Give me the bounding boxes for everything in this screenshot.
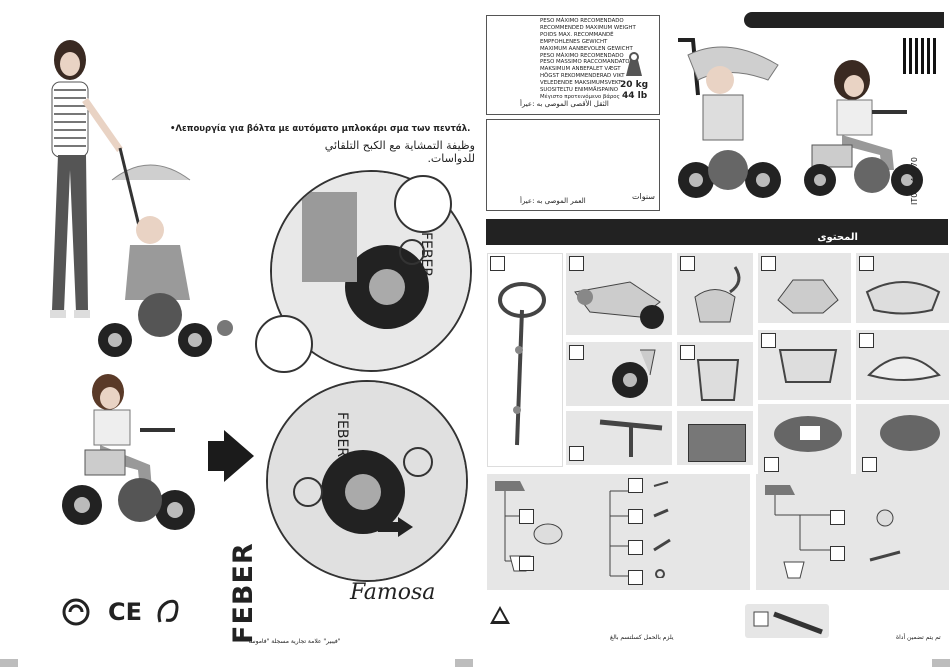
weight-lb: 44 lb (622, 91, 648, 101)
girl-tricycle-photo (62, 374, 195, 530)
page-edge-marker (0, 659, 18, 667)
canopy-icon (867, 356, 941, 381)
max-weight-arabic: الثقل الأقصى الموصى به :عيرأ (520, 100, 609, 108)
screwdriver-icon (753, 611, 823, 635)
part-number-box (569, 256, 584, 271)
part-number-box (519, 556, 534, 571)
part-number-box (680, 345, 695, 360)
feber-logo: FEBER (228, 542, 259, 644)
part-number-box (761, 256, 776, 271)
page-edge-marker (932, 659, 950, 667)
part-number-box (628, 478, 643, 493)
famosa-logo: Famosa (350, 580, 436, 605)
seat-pad-icon (774, 416, 842, 452)
part-number-box (628, 570, 643, 585)
push-handle-icon (498, 282, 546, 446)
part-number-box (859, 256, 874, 271)
tray-icon (865, 281, 941, 315)
woman-tricycle-photo (50, 40, 233, 357)
part-number-box (764, 457, 779, 472)
svg-text:FEBER: FEBER (334, 412, 350, 457)
warning-line: MAKSIMUM ANBEFALET VÆGT (540, 66, 621, 73)
warning-icon (490, 606, 510, 624)
part-number-box (628, 540, 643, 555)
seat-icon (696, 359, 740, 401)
caption-greek: •Λεπουργία για βόλτα με αυτόματο μπλοκάρ… (170, 124, 471, 134)
header-bar (744, 12, 944, 28)
weight-icon (626, 52, 642, 76)
arrow-head-icon (224, 430, 254, 482)
footrest-icon (777, 279, 839, 314)
part-number-box (519, 509, 534, 524)
warning-line: MAXIMUM AANBEVOLEN GEWICHT (540, 45, 633, 52)
warning-line: EMPFOHLENES GEWICHT (540, 38, 608, 45)
handlebar-icon (599, 419, 663, 457)
basket-icon (778, 349, 838, 383)
hardware-tree-icon (765, 485, 901, 579)
max-weight-text: PESO MÁXIMO RECOMENDADO RECOMMENDED MAXI… (540, 18, 640, 101)
part-number-box (830, 546, 845, 561)
frame-icon (574, 281, 664, 329)
front-wheel-icon (612, 349, 656, 398)
tricycle-baby-photo (678, 38, 781, 198)
page-edge-marker (455, 659, 473, 667)
pedal-detail-circle-bottom: FEBER (266, 380, 468, 582)
qr-code-icon (903, 38, 939, 74)
tool-not-included-note: تم يتم تضمين أداة (896, 634, 941, 641)
tricycle-girl-photo (804, 60, 923, 196)
contents-title: المحتوى (817, 232, 858, 243)
caption-arabic: وظيفة التمشاية مع الكبح التلقائي للدواسا… (324, 139, 475, 165)
seat-frame-icon (694, 266, 741, 323)
warning-line: RECOMMENDED MAXIMUM WEIGHT (540, 24, 636, 31)
unlock-icon-circle (255, 315, 313, 373)
warning-line: SUOSITELTU ENIMMÄISPAINO (540, 87, 619, 94)
part-number-box (490, 256, 505, 271)
contents-header-bar (486, 219, 948, 245)
warning-line: PESO MÁXIMO RECOMENDADO (540, 18, 624, 24)
canopy-cover-icon (880, 415, 940, 451)
part-number-box (761, 333, 776, 348)
left-page: •Λεπουργία για βόλτα με αυτόματο μπλοκάρ… (0, 40, 475, 667)
warning-line: PESO MÁXIMO RECOMENDADO (540, 52, 624, 59)
recycle-icon (62, 598, 90, 626)
max-weight-box (486, 15, 660, 115)
arrow-right-icon (208, 441, 226, 471)
feber-trademark-note: "فيبير" علامة تجارية مسجلة "فاموسا" (246, 638, 341, 645)
ce-mark-icon: CE (108, 598, 143, 626)
product-code: IT00148470 (910, 157, 919, 205)
warning-line: PESO MASSIMO RACCOMANDATO (540, 59, 630, 66)
recommended-age-box (486, 119, 660, 211)
recommended-age-arabic: العمر الموصى به :عيرأ (520, 197, 586, 205)
part-number-box (569, 446, 584, 461)
svg-text:FEBER: FEBER (418, 232, 434, 277)
warning-line: Μέγιστο προτεινόμενο βάρος (540, 93, 620, 100)
warning-line: VELEDENDE MAKSIMUMSVEKT (540, 80, 622, 87)
child-safety-icon (157, 599, 179, 623)
lock-icon-circle (394, 175, 452, 233)
age-unit: سنوات (632, 192, 656, 201)
weight-kg: 20 kg (620, 80, 649, 90)
warning-line: HÖGST REKOMMENDERAD VIKT (540, 73, 625, 80)
adult-assembly-note: يلزم بالحمل كسلتسم بالغ (610, 634, 674, 641)
screw-icon (653, 481, 671, 578)
warning-line: POIDS MAX. RECOMMANDÉ (540, 31, 614, 38)
part-number-box (680, 256, 695, 271)
part-panel-handle (487, 253, 563, 467)
part-number-box (569, 345, 584, 360)
part-number-box (628, 509, 643, 524)
part-number-box (862, 457, 877, 472)
sticker-sheet-icon (688, 424, 746, 462)
part-number-box (859, 333, 874, 348)
part-number-box (830, 510, 845, 525)
